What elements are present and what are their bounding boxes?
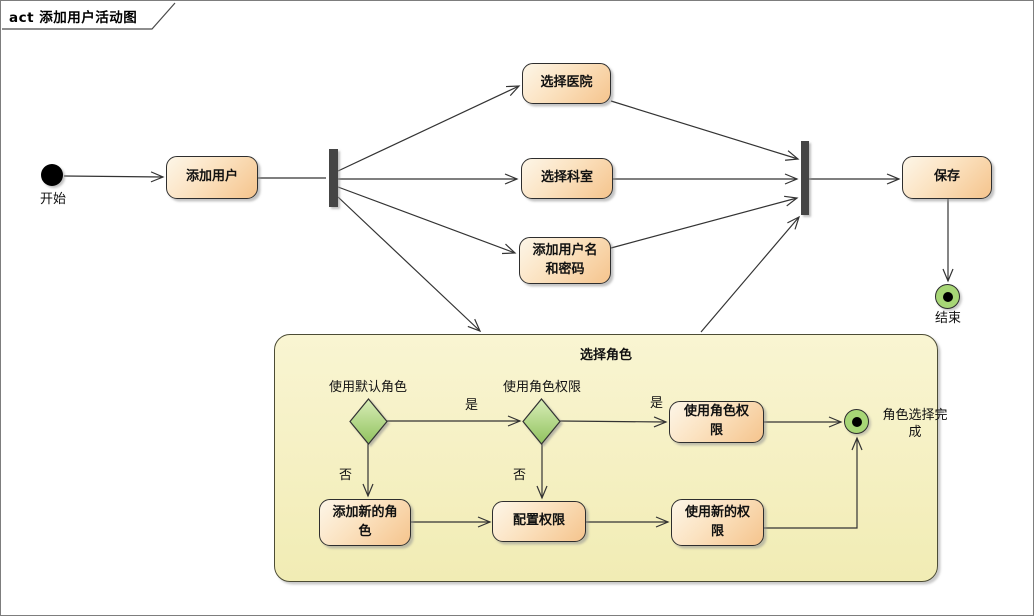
activity-add-user: 添加用户 xyxy=(166,156,258,199)
activity-use-new-permission-label: 使用新的权限 xyxy=(684,504,750,539)
activity-select-hospital: 选择医院 xyxy=(522,63,611,104)
end-node-dot xyxy=(942,291,953,302)
activity-select-hospital-label: 选择医院 xyxy=(540,75,593,91)
activity-add-credentials: 添加用户名和密码 xyxy=(519,237,611,284)
activity-add-new-role: 添加新的角色 xyxy=(319,499,411,546)
fork-bar xyxy=(329,149,338,207)
end-node xyxy=(935,284,960,309)
edge-fork-to-add-credentials xyxy=(337,186,517,255)
frame-tab-outline xyxy=(2,2,176,30)
role-region-title: 选择角色 xyxy=(579,348,632,363)
edge-start-to-add-user xyxy=(63,171,165,183)
edge-label-yes-2: 是 xyxy=(650,396,664,411)
activity-configure-permission-label: 配置权限 xyxy=(512,513,565,529)
activity-add-new-role-label: 添加新的角色 xyxy=(332,504,398,539)
edge-label-no-2: 否 xyxy=(513,468,527,483)
edge-fork-to-select-hospital xyxy=(337,85,521,172)
activity-use-role-permission: 使用角色权限 xyxy=(669,401,764,443)
edge-decision2-to-use-role-permission xyxy=(559,416,668,428)
activity-add-credentials-label: 添加用户名和密码 xyxy=(532,242,598,277)
frame-title: act 添加用户活动图 xyxy=(9,10,138,26)
activity-save-label: 保存 xyxy=(933,169,960,185)
edge-add-credentials-to-join xyxy=(610,195,799,249)
edge-label-yes-1: 是 xyxy=(465,398,479,413)
decision-default-role-label: 使用默认角色 xyxy=(328,380,407,395)
decision-use-default-role xyxy=(349,398,388,445)
activity-use-new-permission: 使用新的权限 xyxy=(671,499,764,546)
edge-select-hospital-to-join xyxy=(610,100,800,161)
role-final-node xyxy=(844,409,869,434)
start-label: 开始 xyxy=(39,192,66,207)
edge-role-region-to-join xyxy=(700,215,801,333)
activity-save: 保存 xyxy=(902,156,992,199)
edge-fork-to-role-region xyxy=(337,196,482,333)
decision-role-permission-label: 使用角色权限 xyxy=(502,380,581,395)
activity-select-department-label: 选择科室 xyxy=(540,170,593,186)
role-final-node-dot xyxy=(851,416,862,427)
activity-use-role-permission-label: 使用角色权限 xyxy=(683,404,749,438)
edge-use-new-permission-to-role-final xyxy=(764,436,863,529)
activity-select-department: 选择科室 xyxy=(521,158,613,199)
edge-label-no-1: 否 xyxy=(339,468,353,483)
end-label: 结束 xyxy=(934,311,961,326)
role-completion-label: 角色选择完成 xyxy=(882,408,948,440)
join-bar xyxy=(801,141,809,215)
activity-add-user-label: 添加用户 xyxy=(185,169,238,185)
decision-use-role-permission xyxy=(522,398,561,445)
activity-configure-permission: 配置权限 xyxy=(492,501,586,542)
start-node xyxy=(41,164,63,186)
